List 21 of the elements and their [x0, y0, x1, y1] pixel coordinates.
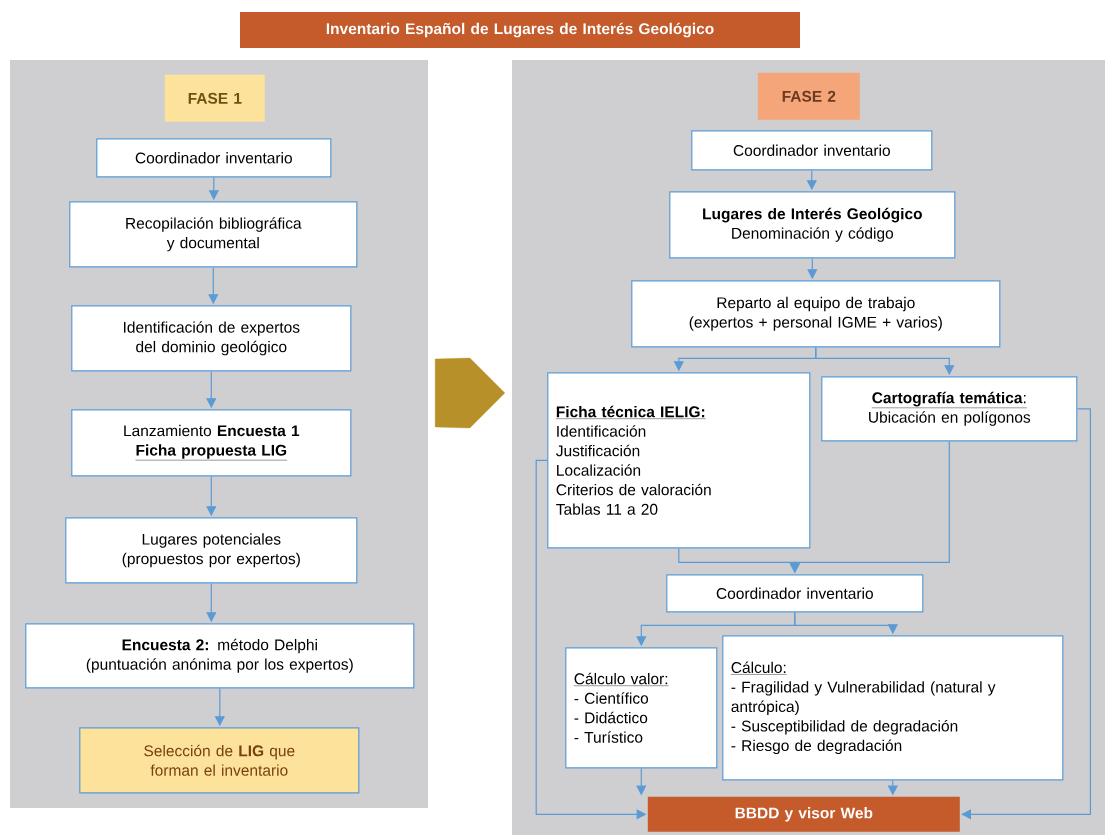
phase-label: FASE 1 [164, 74, 265, 122]
process-box: Lanzamiento Encuesta 1 Ficha propuesta LIG [71, 409, 352, 477]
block-arrow [435, 357, 505, 429]
process-box: Coordinador inventario [96, 138, 332, 178]
arrow [961, 408, 1091, 820]
process-box: Identificación de expertos del dominio geológico [71, 305, 352, 372]
process-box: Coordinador inventario [691, 130, 933, 171]
process-box: Coordinador inventario [666, 574, 924, 613]
database-box: BBDD y visor Web [647, 796, 960, 832]
process-box: Cálculo: - Fragilidad y Vulnerabilidad (natural y antrópica) - Susceptibilidad de degradación - Riesgo de degradación [722, 635, 1064, 781]
title-banner: Inventario Español de Lugares de Interés Geológico [240, 12, 800, 48]
process-box: Encuesta 2: método Delphi (puntuación anónima por los expertos) [25, 623, 415, 689]
result-box: Selección de LIG que forman el inventario [79, 727, 360, 794]
process-box: Lugares de Interés Geológico Denominación y código [669, 191, 956, 259]
process-box: Cálculo valor: - Científico - Didáctico - Turístico [565, 647, 718, 769]
process-box: Reparto al equipo de trabajo (expertos + personal IGME + varios) [631, 280, 1001, 348]
process-box: Cartografía temática: Ubicación en polígonos [821, 376, 1078, 442]
phase-label: FASE 2 [757, 72, 860, 120]
process-box: Lugares potenciales (propuestos por expertos) [65, 517, 358, 584]
process-box: Recopilación bibliográfica y documental [69, 201, 358, 268]
process-box: Ficha técnica IELIG: Identificación Justificación Localización Criterios de valoración Tablas 11 a 20 [547, 372, 811, 549]
